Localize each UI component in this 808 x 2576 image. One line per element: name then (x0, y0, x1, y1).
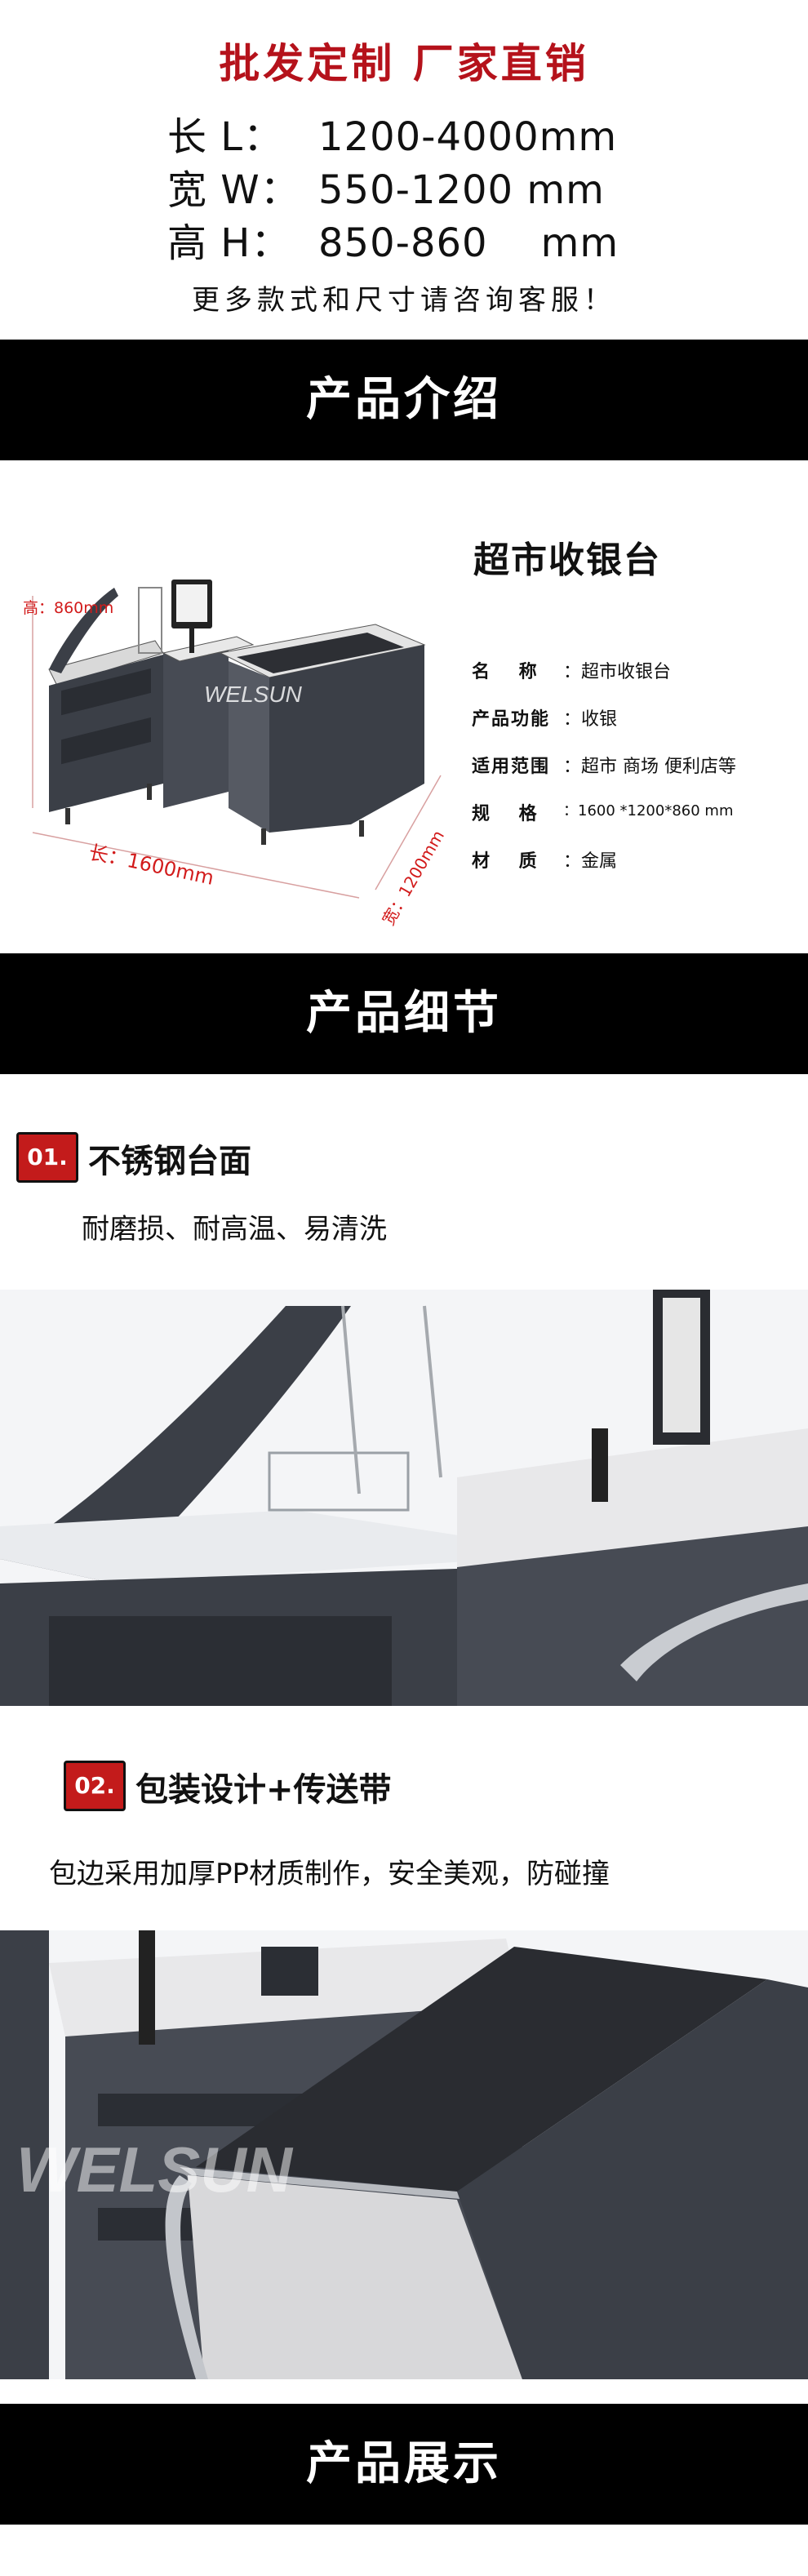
detail-desc-02: 包边采用加厚PP材质制作，安全美观，防碰撞 (49, 1858, 610, 1890)
spec-row: 适用范围 ：超市 商场 便利店等 (472, 752, 798, 799)
brand-watermark-intro: WELSUN (204, 682, 303, 707)
spec-height: 高 H： 850-860 mm (167, 211, 619, 268)
spec-key: 材 质 (472, 851, 539, 872)
brand-watermark-detail: WELSUN (16, 2134, 294, 2205)
banner-showcase: 产品展示 (0, 2404, 808, 2525)
spec-row: 产品功能 ：收银 (472, 704, 798, 752)
spec-key: 名 称 (472, 662, 539, 682)
spec-value: ：金属 (563, 851, 618, 872)
spec-length: 长 L： 1200-4000mm (167, 104, 617, 162)
spec-width-label: 宽 W： (167, 167, 300, 213)
detail-title-02: 包装设计+传送带 (135, 1771, 392, 1809)
detail-title-01: 不锈钢台面 (88, 1143, 251, 1180)
spec-height-label: 高 H： (167, 220, 291, 266)
dimension-height-label: 高：860mm (23, 599, 114, 617)
detail-badge-01: 01. (16, 1132, 78, 1183)
consult-text: 更多款式和尺寸请咨询客服！ (192, 284, 616, 317)
spec-key: 规 格 (472, 804, 539, 824)
spec-row: 规 格 ：1600 *1200*860 mm (472, 799, 798, 846)
detail-photo-conveyor: WELSUN (0, 1930, 808, 2379)
spec-value: ：超市 商场 便利店等 (563, 757, 736, 777)
spec-value: ：收银 (563, 709, 618, 730)
spec-height-value: 850-860 mm (318, 220, 619, 266)
spec-width: 宽 W： 550-1200 mm (167, 158, 605, 215)
detail-desc-01: 耐磨损、耐高温、易清洗 (82, 1213, 387, 1246)
checkout-counter-illustration: WELSUN (32, 580, 442, 899)
banner-intro: 产品介绍 (0, 340, 808, 460)
banner-details: 产品细节 (0, 953, 808, 1074)
product-title: 超市收银台 (473, 540, 661, 581)
headline: 批发定制 厂家直销 (219, 40, 589, 87)
spec-row: 材 质 ：金属 (472, 846, 798, 894)
spec-width-value: 550-1200 mm (318, 167, 605, 213)
spec-row: 名 称 ：超市收银台 (472, 657, 798, 704)
detail-badge-02: 02. (64, 1761, 126, 1811)
spec-table: 名 称 ：超市收银台 产品功能 ：收银 适用范围 ：超市 商场 便利店等 规 格… (472, 657, 798, 894)
spec-value: ：超市收银台 (563, 662, 672, 682)
detail-photo-steel-top (0, 1290, 808, 1706)
spec-length-label: 长 L： (167, 114, 284, 160)
spec-value: ：1600 *1200*860 mm (563, 802, 734, 819)
spec-key: 适用范围 (472, 757, 551, 777)
spec-key: 产品功能 (472, 709, 551, 730)
spec-length-value: 1200-4000mm (318, 114, 618, 160)
